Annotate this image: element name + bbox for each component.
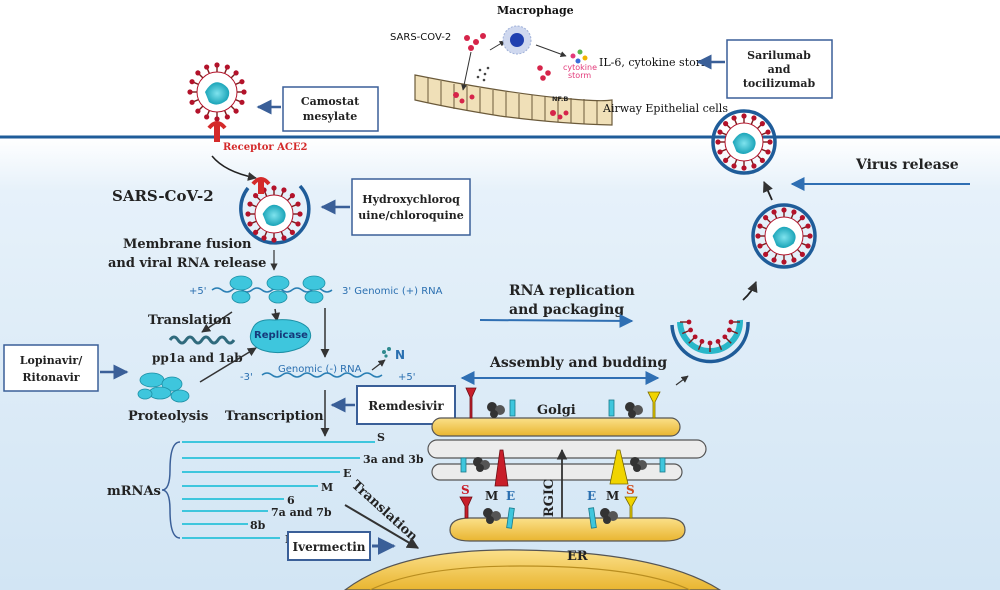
lopinavir-line-1: Lopinavir/: [20, 354, 83, 367]
genomic-minus-rna-label: Genomic (-) RNA: [278, 364, 362, 375]
n-protein-icon: [382, 347, 391, 358]
minus3-label: -3': [240, 372, 253, 383]
mrnas-label: mRNAs: [107, 484, 161, 499]
er-label: ER: [567, 549, 588, 564]
packaging-arrow: [479, 313, 634, 328]
camostat-drug-box: Camostat mesylate: [282, 86, 379, 132]
mrna-label: S: [377, 431, 385, 444]
virus-dots-top: [464, 33, 551, 82]
viral-rna-release-label: and viral RNA release: [108, 256, 266, 271]
mrna-label: 3a and 3b: [363, 453, 424, 466]
sars-cov-2-label: SARS-CoV-2: [112, 187, 214, 205]
genomic-minus-rna-strand: [261, 372, 383, 378]
translation2-arrow: [344, 504, 420, 549]
camostat-line-2: mesylate: [303, 110, 358, 123]
ivermectin-label: Ivermectin: [292, 540, 365, 554]
macrophage-label: Macrophage: [497, 4, 574, 17]
mrna-label: M: [321, 481, 333, 494]
translation-arrow: [201, 311, 233, 333]
top-arrow-2: [489, 40, 506, 51]
golgi-label: Golgi: [537, 403, 576, 418]
ace2-receptor: [207, 121, 227, 142]
release-arrow-2: [763, 181, 773, 201]
hcq-line-2: uine/chloroquine: [358, 209, 463, 222]
cytokine-dots: [570, 49, 588, 64]
er-e-left: E: [506, 489, 515, 503]
top-arrow-1: [461, 51, 472, 91]
translation-label: Translation: [148, 313, 232, 328]
sars-cov-2-top-label: SARS-COV-2: [390, 32, 451, 43]
transcription-label: Transcription: [225, 409, 324, 424]
replicase-complex: Replicase: [249, 319, 312, 354]
replicase-arrow: [271, 308, 281, 322]
cytokine-label-a: cytokine: [563, 63, 597, 72]
sarilumab-line-1: Sarilumab: [747, 49, 811, 62]
virus-outside: [187, 62, 247, 122]
replicase-label: Replicase: [254, 330, 308, 341]
sarilumab-line-3: tocilizumab: [743, 77, 816, 90]
released-virus-1: [751, 203, 817, 269]
ergic-label: ERGIC: [542, 479, 557, 527]
assembly-small-arrow: [675, 375, 689, 386]
mrna-label: 7a and 7b: [271, 506, 332, 519]
sarilumab-drug-box: Sarilumab and tocilizumab: [726, 39, 833, 99]
and-packaging-label: and packaging: [509, 302, 624, 318]
mrna-label: E: [343, 467, 351, 480]
proteolysis-arrow: [199, 347, 257, 383]
endosome: [239, 177, 311, 245]
macrophage-cell: [502, 25, 532, 55]
rna-replication-label: RNA replication: [509, 283, 635, 299]
release-arrow-1: [742, 280, 758, 301]
remdesivir-drug-box: Remdesivir: [356, 385, 456, 425]
pp1a-polyprotein: [168, 335, 236, 345]
airway-epithelium: [414, 74, 613, 126]
golgi-spike-proteins: [460, 387, 666, 487]
ivermectin-drug-box: Ivermectin: [287, 531, 371, 561]
er-e-right: E: [587, 489, 596, 503]
nfkb-label: NF.B: [552, 95, 568, 103]
mrnas-bracket: [161, 441, 181, 539]
hcq-drug-box: Hydroxychloroq uine/chloroquine: [351, 178, 471, 236]
proteolysis-fragments: [137, 372, 190, 403]
sarilumab-line-2: and: [768, 63, 791, 76]
er-m-right: M: [606, 489, 619, 503]
genomic-plus-rna-label: 3' Genomic (+) RNA: [342, 286, 443, 297]
il6-label: IL-6, cytokine storm: [599, 56, 712, 69]
released-virus-2: [711, 109, 777, 175]
membrane-fusion-label: Membrane fusion: [123, 237, 252, 252]
remdesivir-label: Remdesivir: [368, 399, 444, 413]
mrna-lines: [182, 441, 375, 539]
airway-label: Airway Epithelial cells: [602, 102, 728, 115]
top-arrow-3: [535, 44, 567, 57]
n-protein-label: N: [395, 348, 405, 362]
er-s-left: S: [461, 483, 470, 497]
assembly-label: Assembly and budding: [489, 355, 667, 371]
n-protein-arrow: [371, 359, 386, 371]
er-membrane-proteins: [459, 496, 638, 529]
proteolysis-label: Proteolysis: [128, 409, 208, 424]
receptor-label: Receptor ACE2: [223, 142, 307, 153]
entry-arrow: [211, 155, 257, 181]
virus-release-label: Virus release: [855, 157, 959, 173]
er-m-left: M: [485, 489, 498, 503]
mrna-label: 6: [287, 494, 295, 507]
mrna-label: 8b: [250, 519, 266, 532]
budding-virus: [670, 319, 750, 364]
lopinavir-drug-box: Lopinavir/ Ritonavir: [3, 344, 99, 392]
ribosomes-genomic: [229, 275, 326, 304]
lopinavir-line-2: Ritonavir: [22, 371, 79, 384]
pp1a-label: pp1a and 1ab: [152, 351, 243, 365]
plus5b-label: +5': [398, 372, 416, 383]
er-s-right: S: [626, 483, 635, 497]
hcq-line-1: Hydroxychloroq: [362, 193, 460, 206]
cytokine-label-b: storm: [568, 71, 591, 80]
plus5-label: +5': [189, 286, 207, 297]
camostat-line-1: Camostat: [301, 95, 360, 108]
